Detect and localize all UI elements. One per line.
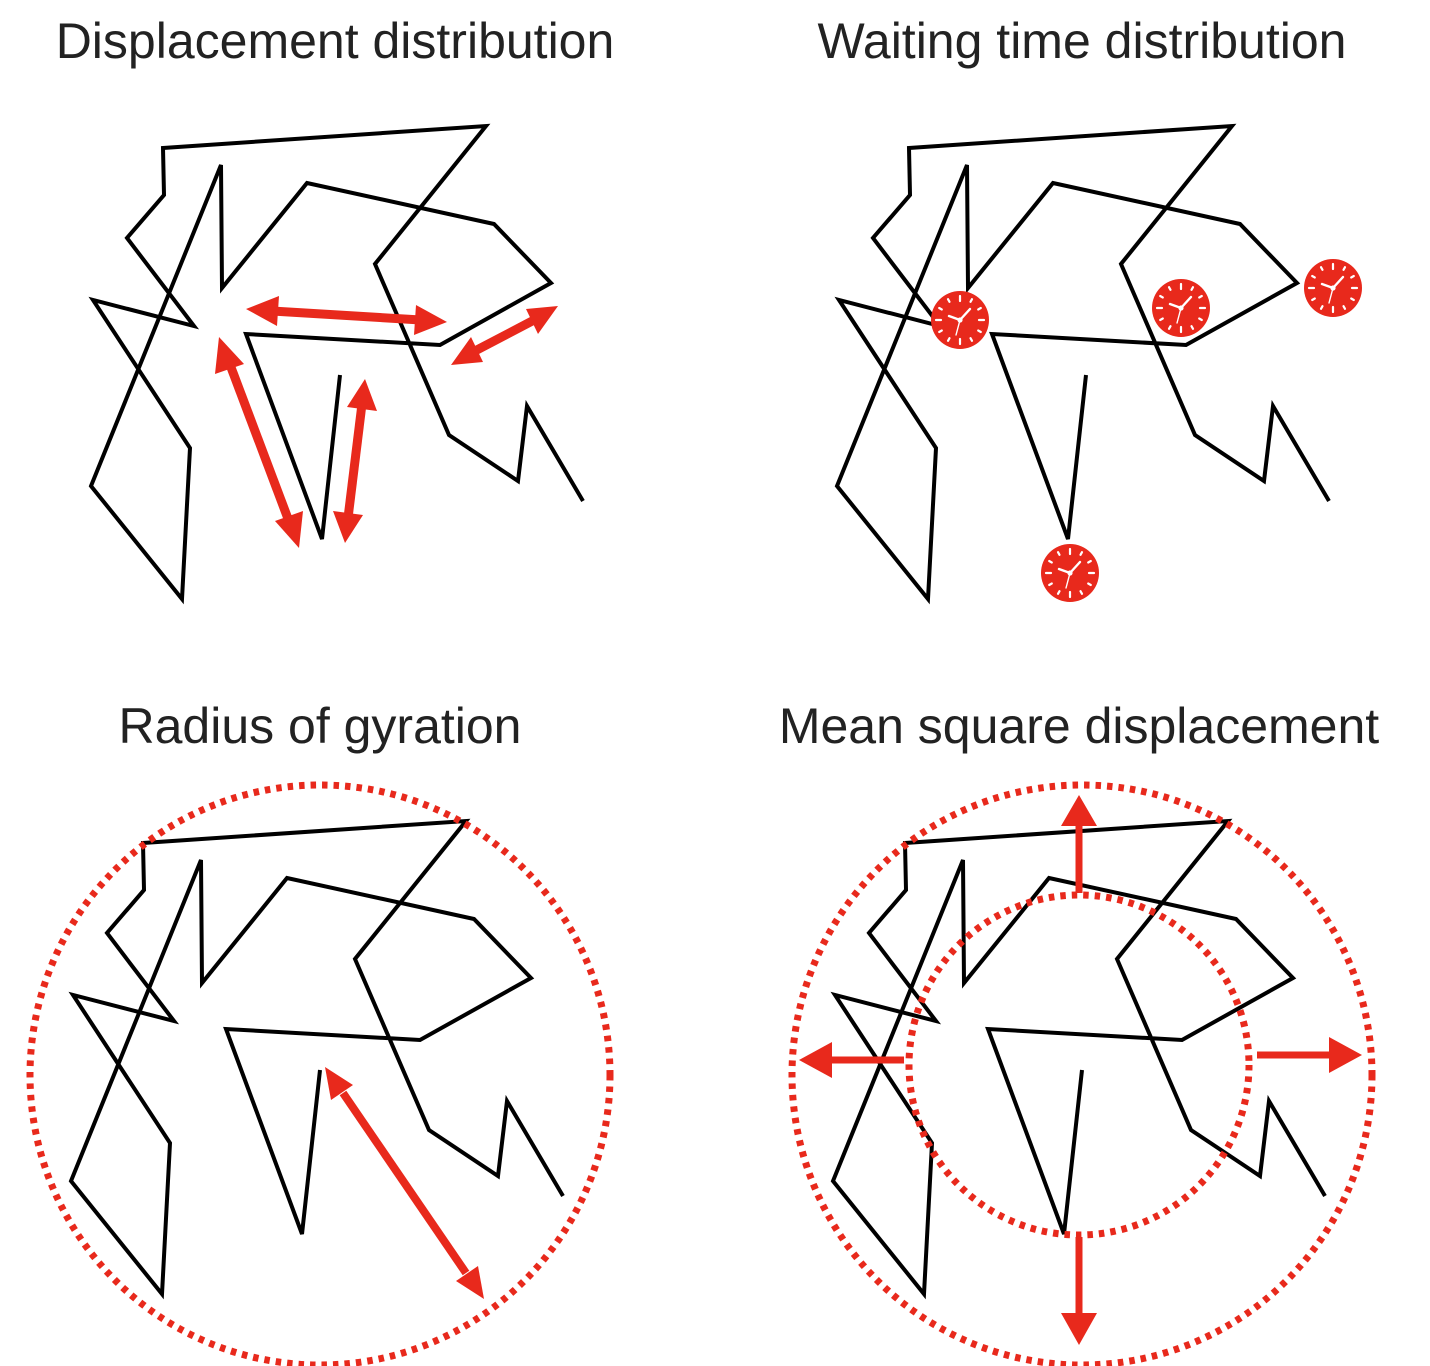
trajectory-path	[835, 124, 1331, 601]
gyration-circle	[26, 781, 614, 1366]
panel-waiting	[835, 124, 1364, 604]
panel-title-displacement: Displacement distribution	[56, 13, 615, 69]
clock-icon	[1302, 257, 1364, 319]
clock-icon	[929, 289, 991, 351]
trajectory-path	[89, 124, 585, 601]
double-arrow	[215, 337, 303, 548]
panel-title-msd: Mean square displacement	[779, 698, 1379, 754]
displacement-arrows	[215, 296, 558, 548]
trajectory-path	[69, 819, 565, 1296]
expansion-arrows	[799, 795, 1362, 1345]
panel-msd	[788, 781, 1376, 1366]
radius-arrow	[325, 1067, 484, 1299]
panel-title-gyration: Radius of gyration	[118, 698, 521, 754]
double-arrow	[451, 306, 558, 365]
clock-icon	[1039, 542, 1101, 604]
double-arrow	[246, 296, 447, 335]
msd-outer-circle	[788, 781, 1376, 1366]
panel-displacement	[89, 124, 585, 601]
double-arrow	[333, 379, 377, 543]
panel-title-waiting: Waiting time distribution	[818, 13, 1347, 69]
msd-inner-circle	[905, 891, 1253, 1239]
panel-gyration	[26, 781, 614, 1366]
clock-icon	[1150, 277, 1212, 339]
